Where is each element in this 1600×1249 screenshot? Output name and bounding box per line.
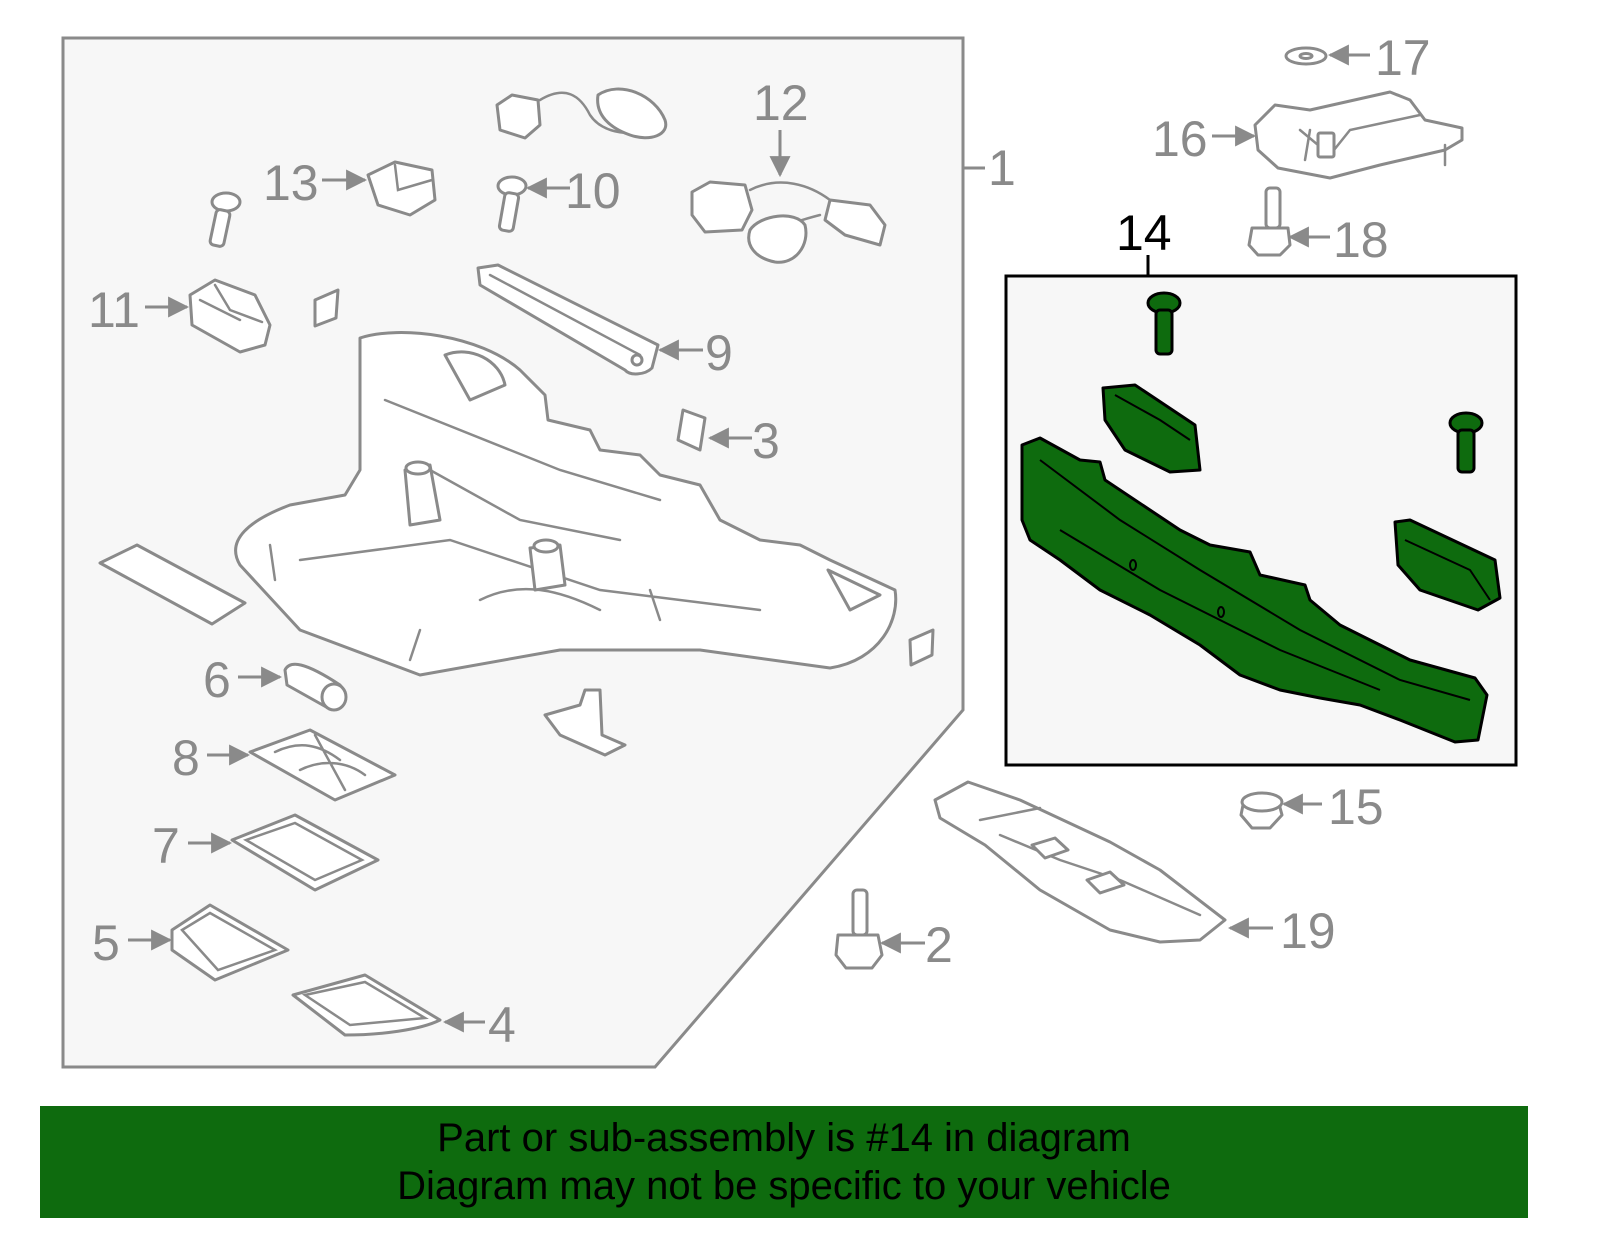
- screw-icon: [1448, 411, 1484, 474]
- part-1-undercover-panel[interactable]: [234, 331, 898, 677]
- callout-3[interactable]: 3: [752, 413, 780, 469]
- part-17-washer[interactable]: [1284, 46, 1328, 66]
- sensor-icon: [495, 87, 668, 140]
- part-7-pad[interactable]: [230, 813, 380, 892]
- callout-1[interactable]: 1: [988, 140, 1016, 196]
- part-11-module[interactable]: [188, 278, 272, 354]
- callout-16[interactable]: 16: [1152, 111, 1208, 167]
- callout-2[interactable]: 2: [925, 917, 953, 973]
- callout-19[interactable]: 19: [1280, 903, 1336, 959]
- banner-line-2: Diagram may not be specific to your vehi…: [397, 1164, 1171, 1208]
- callout-11[interactable]: 11: [88, 282, 140, 338]
- callout-13[interactable]: 13: [263, 155, 319, 211]
- part-3-clip[interactable]: [676, 408, 707, 452]
- callout-9[interactable]: 9: [705, 325, 733, 381]
- part-4-pad[interactable]: [291, 973, 442, 1037]
- callout-6[interactable]: 6: [203, 652, 231, 708]
- callout-8[interactable]: 8: [172, 730, 200, 786]
- part-10-screw[interactable]: [496, 175, 528, 233]
- part-12-harness[interactable]: [690, 180, 887, 264]
- callout-10[interactable]: 10: [565, 163, 621, 219]
- callout-12[interactable]: 12: [753, 75, 809, 131]
- part-14-skid-plate-assembly[interactable]: [1020, 291, 1502, 744]
- part-13-connector[interactable]: [366, 160, 437, 217]
- callout-15[interactable]: 15: [1328, 779, 1384, 835]
- clip-icon: [908, 628, 935, 667]
- part-9-rail[interactable]: [476, 263, 660, 376]
- part-8-pad[interactable]: [248, 728, 397, 802]
- callout-14[interactable]: 14: [1116, 205, 1172, 261]
- part-5-pad[interactable]: [170, 903, 290, 982]
- screw-icon: [1146, 291, 1182, 356]
- pad-icon: [98, 543, 247, 626]
- bracket-icon: [543, 688, 627, 757]
- part-2-bolt[interactable]: [834, 888, 884, 970]
- part-18-bolt[interactable]: [1247, 186, 1292, 257]
- callout-17[interactable]: 17: [1375, 30, 1431, 86]
- info-banner: Part or sub-assembly is #14 in diagram D…: [40, 1106, 1528, 1218]
- callout-5[interactable]: 5: [92, 915, 120, 971]
- screw-icon: [208, 191, 242, 248]
- callout-18[interactable]: 18: [1333, 212, 1389, 268]
- banner-line-1: Part or sub-assembly is #14 in diagram: [437, 1116, 1131, 1160]
- part-15-nut[interactable]: [1239, 791, 1284, 830]
- clip-icon: [313, 288, 340, 328]
- callout-4[interactable]: 4: [488, 997, 516, 1053]
- part-19-cover[interactable]: [933, 780, 1227, 944]
- part-16-bracket[interactable]: [1253, 90, 1464, 180]
- part-6-plug[interactable]: [283, 662, 348, 712]
- callout-7[interactable]: 7: [152, 818, 180, 874]
